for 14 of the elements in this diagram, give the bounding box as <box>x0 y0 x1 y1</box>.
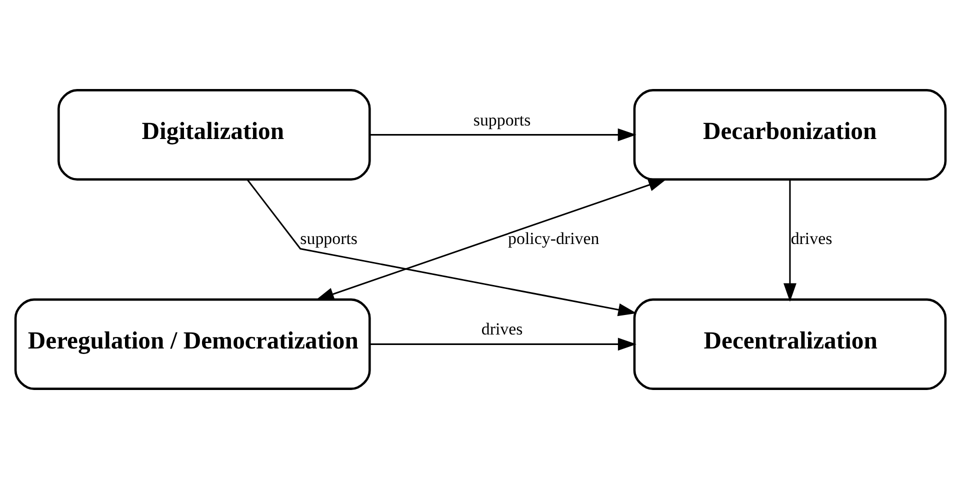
edge-label: policy-driven <box>508 228 600 248</box>
node-box: Decentralization <box>633 298 947 390</box>
edge-label: supports <box>300 228 358 248</box>
node-box: Deregulation / Democratization <box>14 298 371 390</box>
arrow <box>246 178 637 316</box>
node-box: Digitalization <box>58 88 371 180</box>
edge-label: drives <box>790 228 832 248</box>
node-box: Decarbonization <box>633 88 947 180</box>
arrow <box>370 337 636 350</box>
edge-label: supports <box>473 110 531 129</box>
arrow <box>783 179 796 302</box>
edge-label: drives <box>481 319 523 338</box>
arrow <box>315 178 667 300</box>
arrow <box>370 128 636 141</box>
